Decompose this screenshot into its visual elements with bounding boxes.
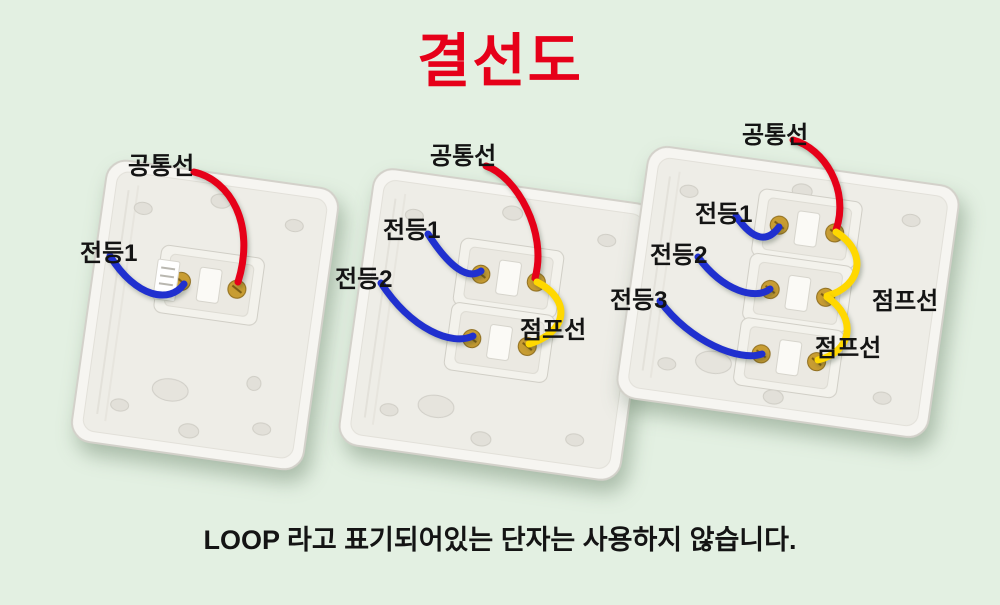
label-jumper-panel2: 점프선 — [520, 317, 587, 344]
label-common-wire-panel1: 공통선 — [128, 153, 195, 180]
label-light3-panel3: 전등3 — [610, 287, 668, 314]
label-light1-panel3: 전등1 — [695, 201, 753, 228]
label-light1-panel1: 전등1 — [80, 240, 138, 267]
page-title: 결선도 — [416, 29, 584, 94]
loop-note-caption: LOOP 라고 표기되어있는 단자는 사용하지 않습니다. — [203, 525, 797, 555]
label-light2-panel3: 전등2 — [650, 242, 708, 269]
label-jumper-a-panel3: 점프선 — [872, 288, 939, 315]
label-light1-panel2: 전등1 — [383, 217, 441, 244]
label-common-wire-panel2: 공통선 — [430, 143, 497, 170]
switch-plate-2gang — [334, 163, 661, 486]
label-light2-panel2: 전등2 — [335, 266, 393, 293]
label-common-wire-panel3: 공통선 — [742, 122, 809, 149]
label-jumper-b-panel3: 점프선 — [815, 335, 882, 362]
switch-plate-1gang — [66, 155, 344, 476]
